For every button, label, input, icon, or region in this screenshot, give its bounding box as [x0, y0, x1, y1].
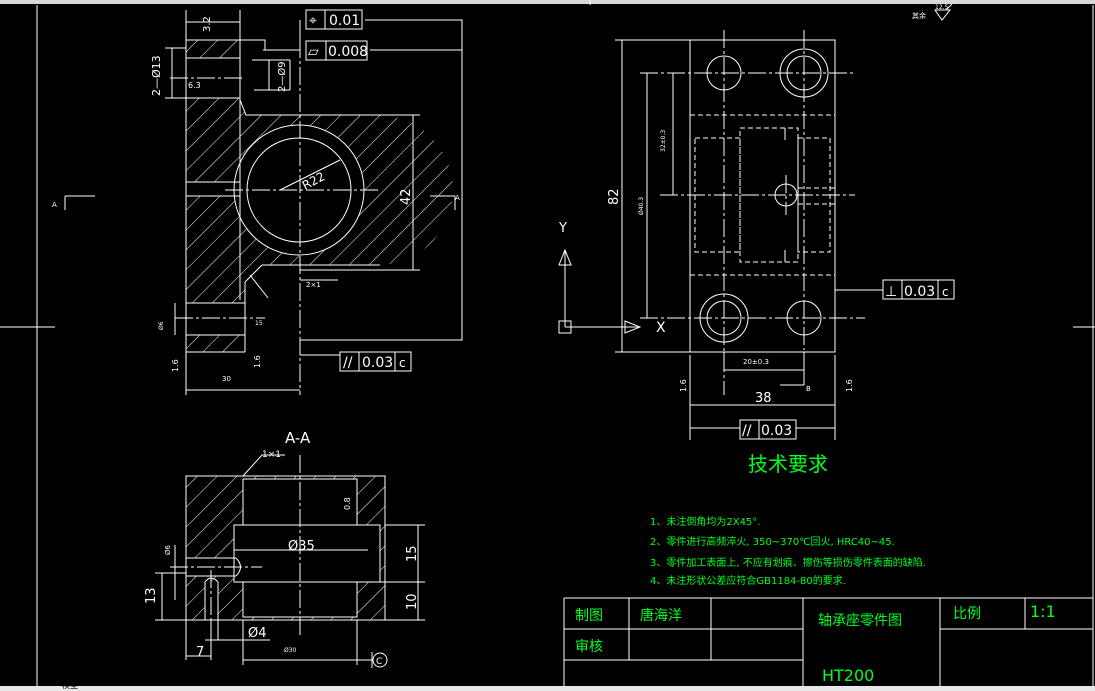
parallel-tol-datum: c [399, 356, 406, 370]
parallel-tolerance-frame-top: // 0.03 [739, 419, 797, 440]
roughness-right-top: 1.6 [845, 379, 854, 392]
dim-bore: Ø35 [288, 539, 315, 554]
position-icon: ⌖ [309, 13, 317, 29]
dim-width: 30 [222, 375, 231, 383]
dim-chamfer-1x1: 1×1 [262, 450, 281, 460]
drawn-label: 制图 [575, 608, 603, 624]
top-toolbar-strip [0, 0, 1095, 4]
roughness-left: 1.6 [171, 359, 180, 372]
dim-hole-depth: 2—Ø9 [276, 61, 288, 92]
dim-height: 42 [399, 188, 414, 205]
front-view: A A 3.2 2—Ø13 2—Ø9 6.3 R22 42 2×1 Ø6 15 … [52, 9, 463, 395]
surface-note-label: 其余 [912, 11, 926, 20]
dim-offset: 7 [196, 645, 204, 660]
parallel-tol-value-top: 0.03 [761, 423, 792, 439]
roughness-bore: 0.8 [343, 497, 352, 510]
section-view: A-A 1×1 0.8 Ø35 Ø6 13 15 10 Ø4 7 Ø30 C [144, 429, 425, 668]
axis-x-label: X [656, 320, 666, 336]
tech-item-4: 4、未注形状公差应符合GB1184-80的要求. [650, 574, 846, 587]
perpendicular-icon: ⊥ [885, 284, 897, 300]
dim-hole-pitch: 20±0.3 [743, 358, 769, 366]
flatness-icon: ▱ [308, 44, 319, 60]
parallel-tol-value: 0.03 [362, 355, 393, 371]
section-mark-right: A [455, 194, 460, 202]
parallel-icon-top: // [742, 423, 752, 439]
perpendicularity-tolerance-frame: ⊥ 0.03 c [882, 279, 955, 300]
ucs-axis-icon: Y X [558, 221, 666, 336]
parallel-tolerance-frame-front: // 0.03 c [339, 351, 412, 372]
perp-tol-datum: c [942, 285, 949, 299]
dim-slot: Ø6 [158, 321, 165, 330]
roughness-right: 1.6 [253, 355, 262, 368]
roughness-hole: 6.3 [188, 81, 201, 90]
section-title: A-A [285, 429, 311, 447]
scale-value: 1:1 [1030, 602, 1056, 621]
dim-slot-dia: Ø6 [164, 544, 172, 555]
dim-bore-small: Ø30 [284, 647, 297, 654]
dim-pin: Ø4 [248, 626, 267, 641]
title-block: 制图 唐海洋 审核 轴承座零件图 比例 1:1 HT200 [563, 597, 1093, 686]
scale-label: 比例 [953, 606, 981, 622]
drawn-by: 唐海洋 [640, 607, 682, 624]
roughness-symbol-icon [934, 3, 953, 21]
dim-hole-dia: 2—Ø13 [150, 55, 163, 96]
dim-slot-note: 15 [255, 320, 263, 327]
datum-c: C [376, 657, 382, 667]
surface-note-value: 12.5 [935, 4, 949, 11]
position-tol-value: 0.01 [329, 13, 360, 29]
roughness-left-top: 1.6 [679, 379, 688, 392]
surface-roughness-note: 其余 12.5 [912, 3, 953, 21]
flatness-tol-value: 0.008 [328, 44, 368, 60]
dim-height-82: 82 [607, 188, 622, 205]
datum-b: B [806, 385, 811, 393]
tech-requirements: 技术要求 1、未注倒角均为2X45°. 2、零件进行高频淬火, 350~370℃… [650, 452, 926, 587]
layout-tab-bar: 模型 [0, 681, 1095, 691]
dim-height-10: 10 [405, 593, 420, 610]
checked-label: 审核 [575, 639, 603, 655]
dim-width-38: 38 [755, 391, 772, 406]
tech-item-1: 1、未注倒角均为2X45°. [650, 515, 760, 528]
material: HT200 [822, 666, 874, 685]
flatness-tolerance-frame: ▱ 0.008 [305, 40, 368, 61]
dim-hole-span: Ø40.3 [638, 197, 645, 215]
dim-height-15: 15 [405, 545, 420, 562]
position-tolerance-frame: ⌖ 0.01 [305, 9, 363, 30]
tech-item-2: 2、零件进行高频淬火, 350~370℃回火, HRC40~45. [650, 535, 895, 548]
perp-tol-value: 0.03 [904, 284, 935, 300]
dim-chamfer: 2×1 [306, 281, 321, 289]
dim-inner-span: 32±0.3 [660, 130, 667, 152]
section-mark-left: A [52, 201, 57, 209]
tab-model[interactable]: 模型 [62, 681, 78, 690]
top-view: 82 Ø40.3 32±0.3 20±0.3 B 38 1.6 1.6 Y X … [558, 30, 955, 440]
tech-requirements-title: 技术要求 [748, 452, 828, 476]
dim-top-width: 3.2 [202, 16, 213, 32]
tech-item-3: 3、零件加工表面上, 不应有划痕、擦伤等损伤零件表面的缺陷. [650, 556, 926, 569]
drawing-name: 轴承座零件图 [818, 613, 902, 629]
dim-height-13: 13 [144, 587, 159, 604]
parallel-icon: // [343, 355, 353, 371]
axis-y-label: Y [558, 221, 567, 236]
